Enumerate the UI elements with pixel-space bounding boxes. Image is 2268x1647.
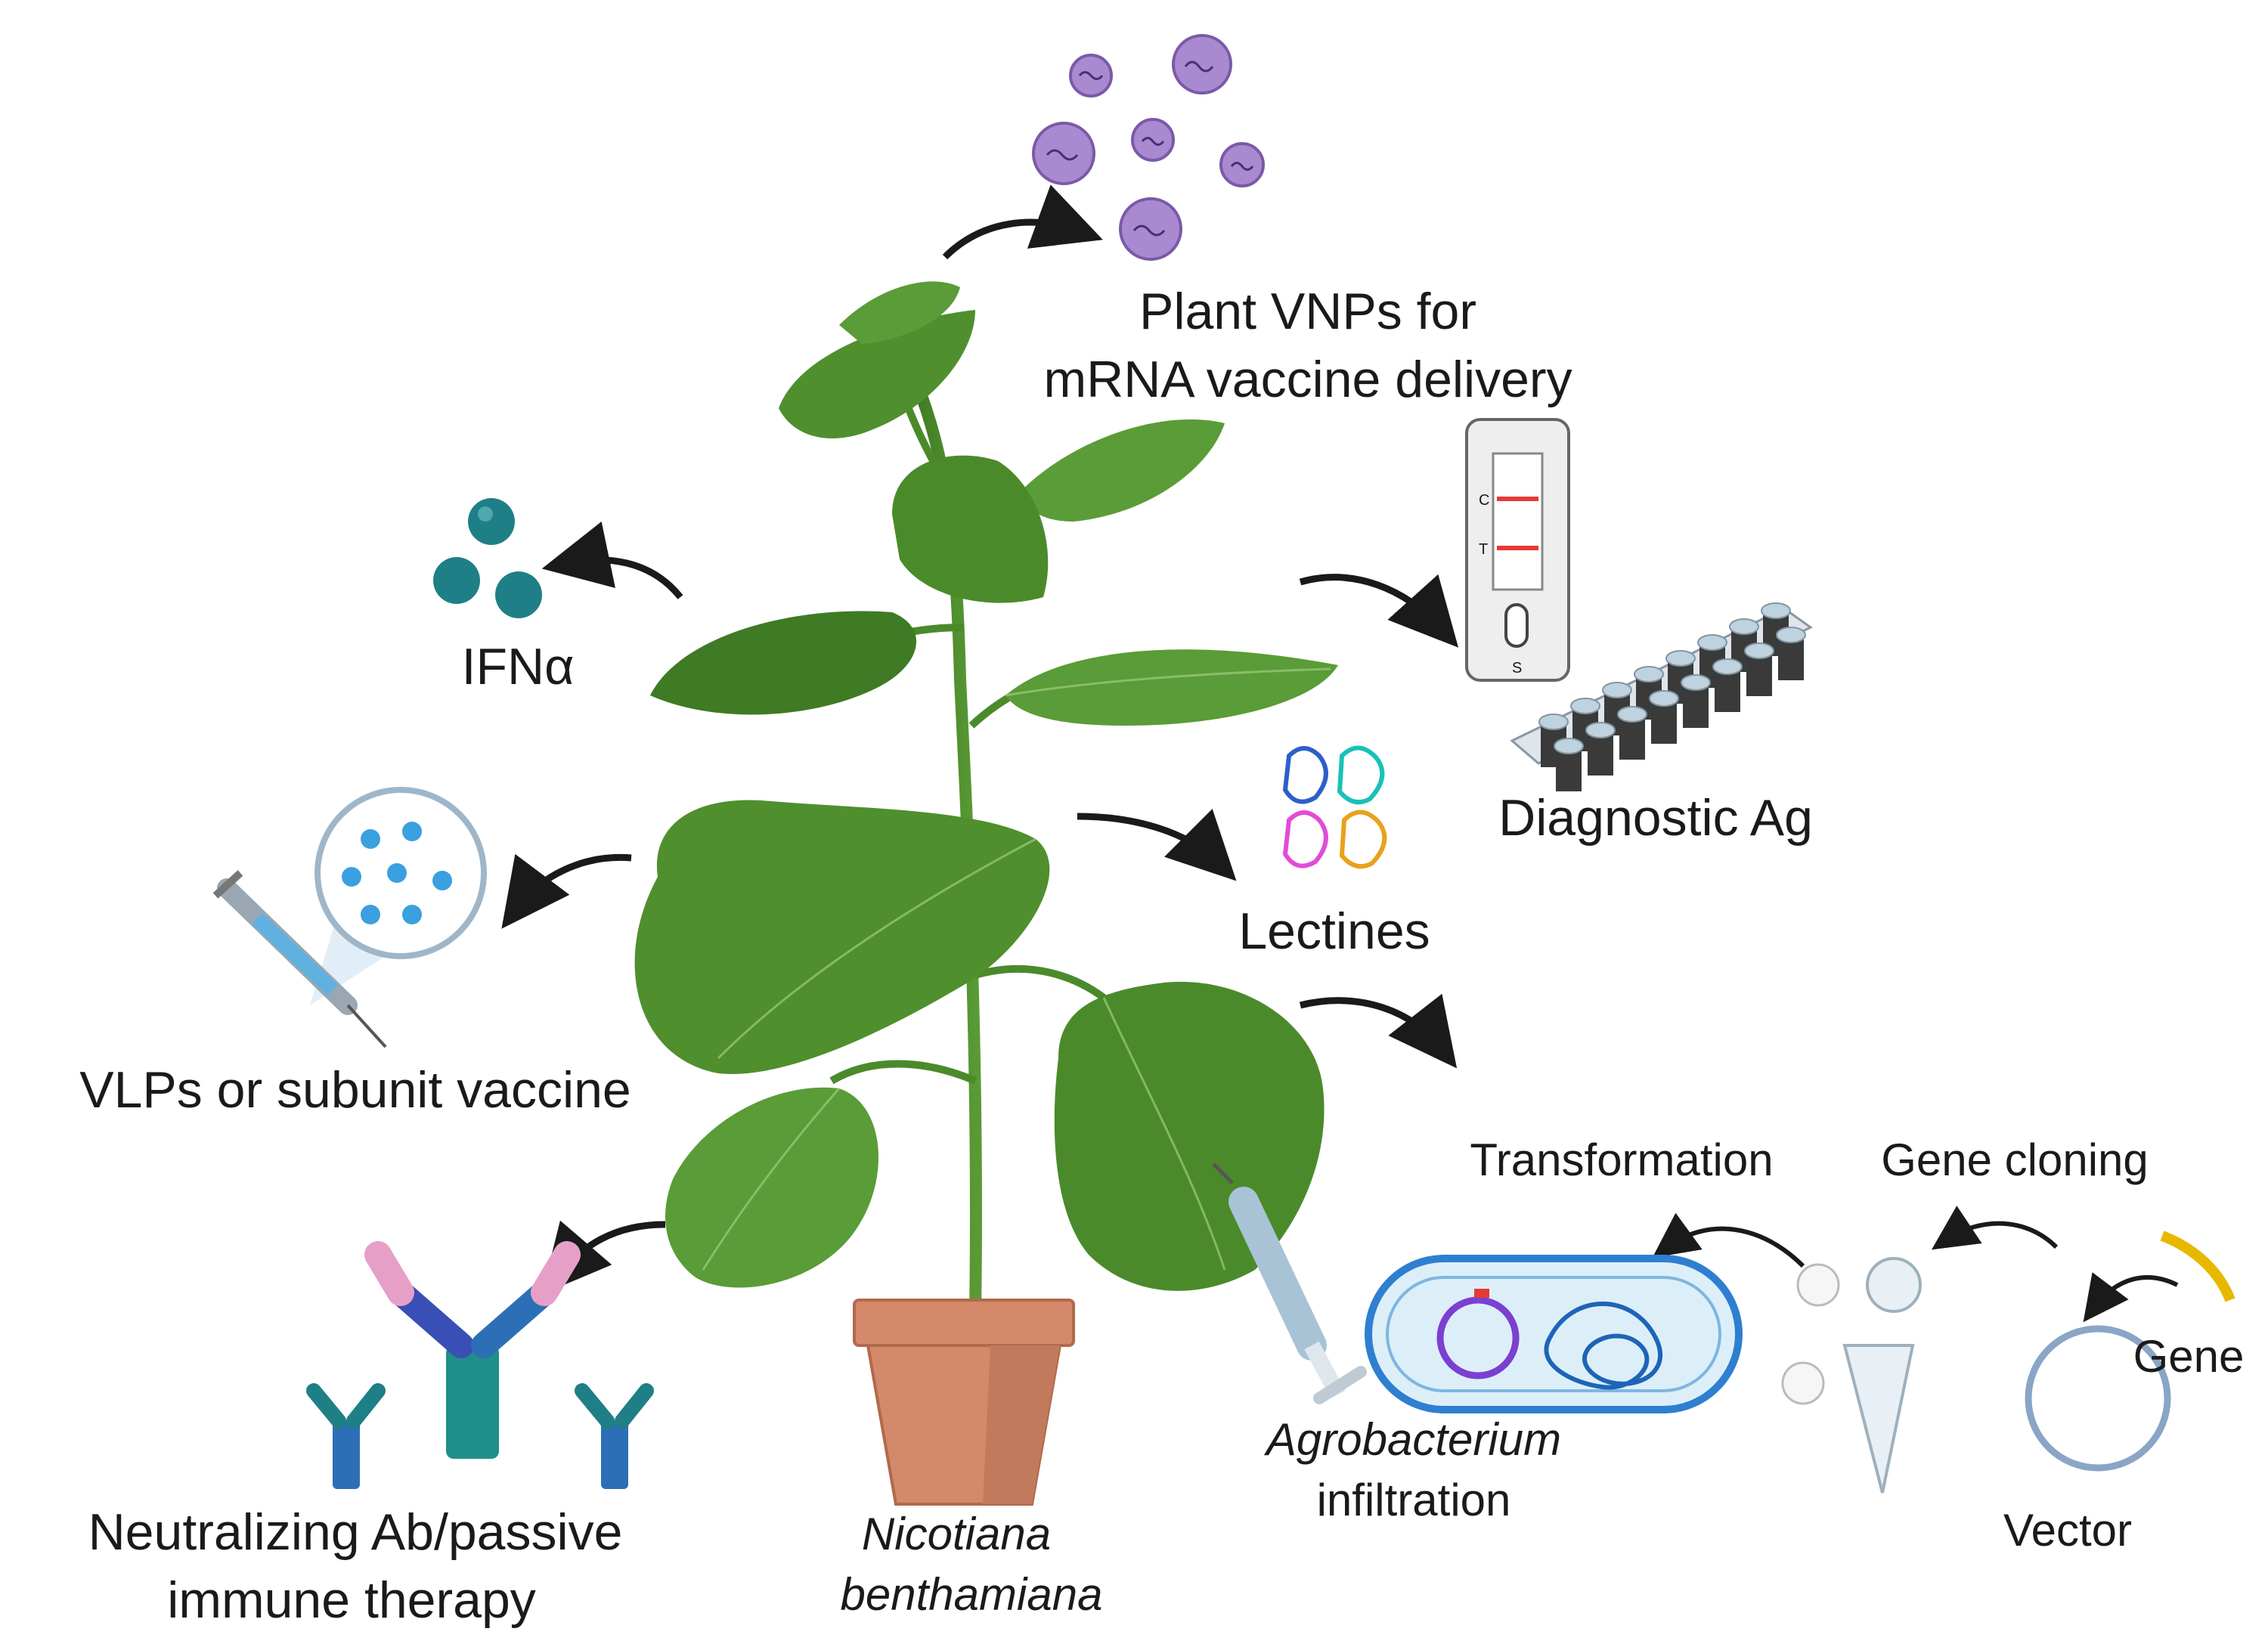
text-labels: Plant VNPs for mRNA vaccine delivery IFN… [79,283,2244,1629]
antibody-large [364,1241,581,1459]
well-cap [1602,682,1632,698]
vector-plasmid [2025,1325,2171,1472]
label-gene: Gene [2133,1331,2245,1382]
well-cap [1570,698,1600,714]
label-vector: Vector [2003,1505,2132,1556]
branch-right-low [974,964,1106,1002]
well-cap [1617,706,1647,723]
well-cap [1634,666,1664,683]
well-cap [1729,618,1759,635]
syringe-agro [1212,1162,1367,1404]
virus-particle [1219,142,1265,187]
arrow-to-process [1299,993,1458,1069]
vlp-zoom-circle [310,787,487,1005]
virus-particle [1131,118,1175,162]
leaf-bottom-left [665,1087,879,1288]
well-cap [1697,634,1727,651]
label-transformation: Transformation [1470,1135,1773,1185]
label-agro-line1: Agrobacterium [1264,1414,1561,1465]
well-cap [1776,627,1806,643]
branch-left-low [829,1060,977,1085]
label-lectines: Lectines [1238,902,1430,960]
pot [853,1299,1075,1506]
arrow-transformation [1652,1212,1805,1268]
well-strip [1510,602,1813,791]
arrow-gene-cloning [1932,1206,2059,1250]
arrow-to-lectines [1077,809,1237,881]
leaf-upper-right [1021,419,1225,522]
leaf-big-right [1054,981,1325,1291]
leaf-right-mid [1005,649,1338,726]
arrow-to-vnp [942,184,1103,260]
well-cap [1712,658,1743,675]
arrow-gene-to-vector [2083,1272,2179,1323]
bacterium [1365,1255,1743,1413]
well-cap [1761,602,1791,619]
label-agro-line2: infiltration [1317,1475,1511,1525]
lateral-flow-test: C T S [1465,418,1570,682]
label-vnp-line1: Plant VNPs for [1139,283,1476,340]
eppendorf-tube [1842,1257,1922,1494]
label-vlp: VLPs or subunit vaccine [79,1061,631,1119]
cloning-assets [1781,1231,2235,1494]
strip-control-mark: C [1479,492,1489,509]
vnp-particles [1032,34,1265,261]
leaf-big-left [634,800,1050,1074]
well-cap [1665,650,1696,667]
strip-sample-mark: S [1512,660,1522,676]
virus-particle [1069,54,1113,98]
ifn-spheres [433,498,542,618]
label-plant-line1: Nicotiana [862,1509,1051,1559]
label-ifn: IFNα [462,638,575,695]
leaf-upper-center [892,455,1049,603]
well-cap [1744,642,1774,659]
label-vnp-line2: mRNA vaccine delivery [1043,351,1572,408]
antibody-small-right [575,1383,654,1489]
antibodies [306,1241,654,1489]
label-plant-line2: benthamiana [841,1569,1103,1620]
well-cap [1681,674,1711,691]
arrow-to-vlp [501,853,632,929]
well-cap [1538,714,1569,730]
well-cap [1554,738,1584,754]
arrow-to-ifn [541,521,683,599]
virus-particle [1172,34,1232,94]
arrow-to-diagnostic [1299,574,1459,648]
well-cap [1585,722,1616,738]
antibody-small-left [306,1383,386,1489]
virus-particle [1032,122,1095,185]
leaf-top [779,281,975,438]
label-ab-line1: Neutralizing Ab/passive [88,1503,623,1561]
lectine-protein [1282,745,1387,869]
well-cap [1649,690,1679,707]
virus-particle [1119,197,1182,261]
plant [634,281,1338,1506]
label-gene-cloning: Gene cloning [1881,1135,2149,1185]
label-diagnostic: Diagnostic Ag [1498,789,1813,847]
gene-fragment [2160,1231,2235,1302]
label-ab-line2: immune therapy [167,1571,536,1629]
plasmid [1436,1296,1520,1379]
bacterial-chromosome [1544,1302,1663,1390]
leaf-left-mid [650,611,917,715]
strip-test-mark: T [1479,541,1488,558]
syringe-vlp [212,870,387,1048]
leaf-veins [702,667,1331,1271]
